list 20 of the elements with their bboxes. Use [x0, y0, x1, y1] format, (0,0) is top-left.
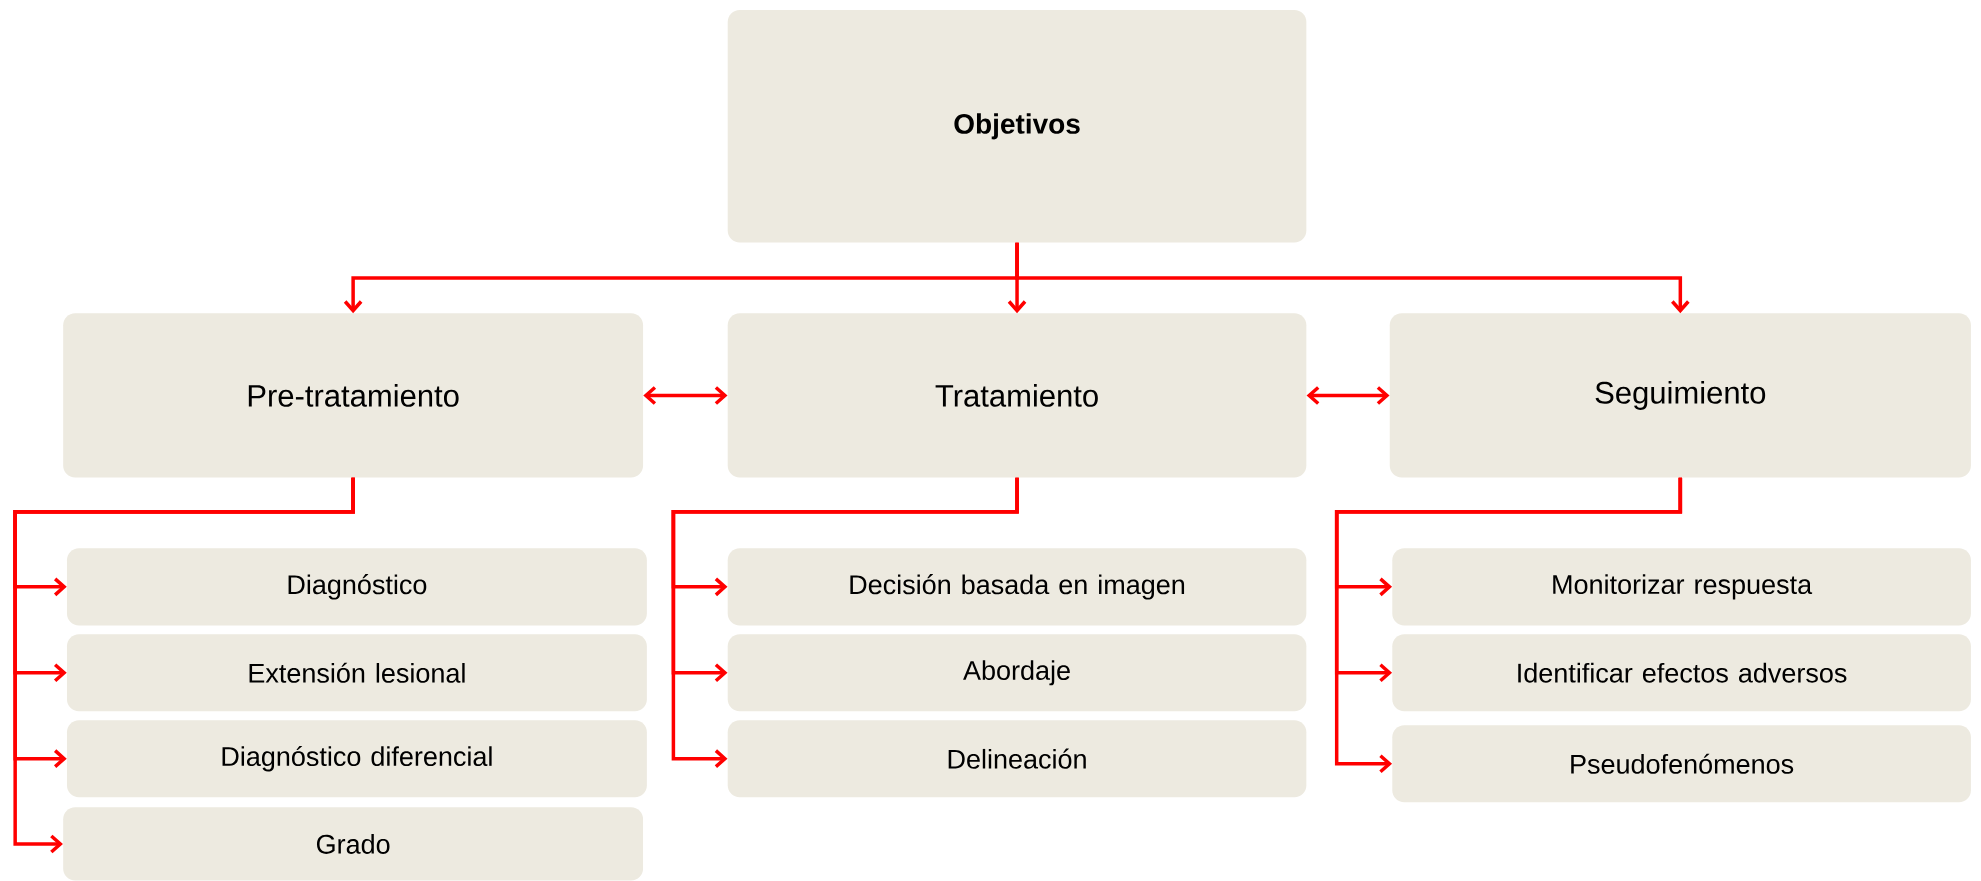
item-box: Diagnóstico: [66, 548, 647, 626]
item-box: Diagnóstico diferencial: [66, 720, 647, 798]
category-box: Seguimiento: [1389, 313, 1971, 478]
arrow: [1334, 477, 1683, 774]
category-box: Pre-tratamiento: [63, 313, 644, 478]
arrow: [1015, 242, 1690, 314]
item-box: Delineación: [727, 720, 1307, 798]
item-box: Monitorizar respuesta: [1392, 548, 1971, 626]
item-box: Abordaje: [727, 634, 1307, 712]
item-box: Pseudofenómenos: [1392, 725, 1971, 803]
arrow: [1306, 386, 1390, 405]
item-box: Extensión lesional: [66, 634, 647, 712]
arrow: [643, 386, 728, 405]
item-box: Grado: [63, 807, 644, 881]
item-box: Decisión basada en imagen: [727, 548, 1307, 626]
objective-box: Objetivos: [727, 10, 1307, 243]
arrow: [671, 477, 1019, 768]
category-box: Tratamiento: [727, 313, 1307, 478]
arrow: [13, 477, 355, 854]
item-box: Identificar efectos adversos: [1392, 634, 1971, 712]
